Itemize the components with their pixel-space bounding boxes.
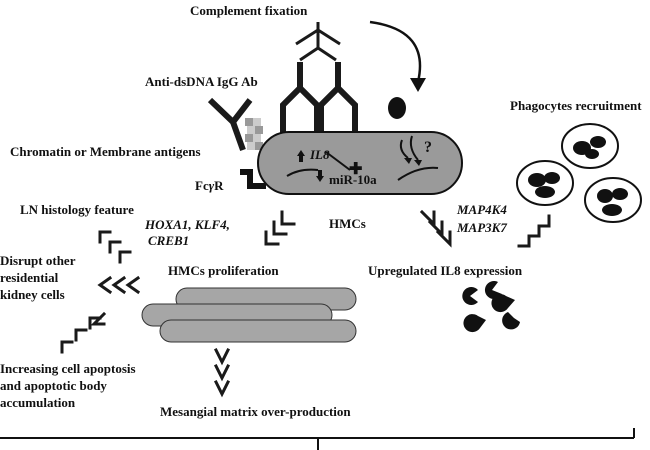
mir10a-down-arrow (316, 170, 324, 182)
il8-up-arrow (297, 150, 305, 162)
chromatin-antigen-icon (245, 118, 263, 150)
signal-arrow-2 (409, 135, 419, 161)
label-il8-gene: IL8 (309, 147, 330, 162)
antibody-icon (280, 62, 358, 140)
complement-arrow (369, 20, 422, 83)
chevrons-to-disrupt (97, 275, 141, 295)
chevrons-to-phagocytes (517, 214, 551, 248)
label-disrupt-1: Disrupt other (0, 253, 76, 268)
signal-arrow-1 (399, 139, 409, 159)
chevrons-to-mesangial-matrix (213, 347, 231, 398)
receptor-icon (240, 169, 266, 189)
signal-arrow-1-head (404, 158, 412, 164)
target-mrna (397, 166, 439, 181)
chevrons-to-il8 (419, 209, 452, 248)
label-fcgr: FcγR (195, 178, 224, 193)
mir-inhibition (325, 151, 351, 171)
il8-mrna (286, 168, 319, 177)
label-apoptosis-2: and apoptotic body (0, 378, 107, 393)
label-map3k7: MAP3K7 (456, 220, 507, 235)
complement-icon (295, 22, 341, 62)
label-ln-histology: LN histology feature (20, 202, 134, 217)
label-apoptosis-3: accumulation (0, 395, 76, 410)
label-question: ? (424, 139, 432, 156)
bottom-bracket (0, 428, 635, 450)
label-hmcs: HMCs (329, 216, 366, 231)
complement-arrow-head (410, 78, 426, 92)
complement-fragment-icon (388, 97, 406, 119)
label-hoxa1: HOXA1, KLF4, (144, 217, 230, 232)
il8-particle-icon (462, 281, 520, 333)
label-mesangial-matrix: Mesangial matrix over-production (160, 404, 351, 419)
label-apoptosis-1: Increasing cell apoptosis (0, 361, 136, 376)
label-anti-dsdna: Anti-dsDNA IgG Ab (145, 74, 258, 89)
phagocyte-icon (516, 123, 642, 223)
label-disrupt-2: residential (0, 270, 59, 285)
label-map4k4: MAP4K4 (456, 202, 507, 217)
mesangial-cells (141, 287, 357, 343)
mir-inhibition-cross: ✚ (349, 161, 362, 178)
free-antibody-icon (207, 97, 253, 152)
label-complement-fixation: Complement fixation (190, 3, 308, 18)
label-phagocytes: Phagocytes recruitment (510, 98, 642, 113)
label-disrupt-3: kidney cells (0, 287, 65, 302)
label-hmcs-proliferation: HMCs proliferation (168, 263, 279, 278)
label-chromatin: Chromatin or Membrane antigens (10, 144, 201, 159)
label-creb1: CREB1 (148, 233, 189, 248)
chevrons-to-apoptosis (60, 311, 107, 354)
chevrons-to-proliferation (264, 210, 296, 246)
chevrons-to-ln-histology (98, 230, 132, 264)
signal-arrow-2-head (414, 160, 422, 166)
label-mir10a: miR-10a (329, 172, 377, 187)
label-upregulated-il8: Upregulated IL8 expression (368, 263, 523, 278)
